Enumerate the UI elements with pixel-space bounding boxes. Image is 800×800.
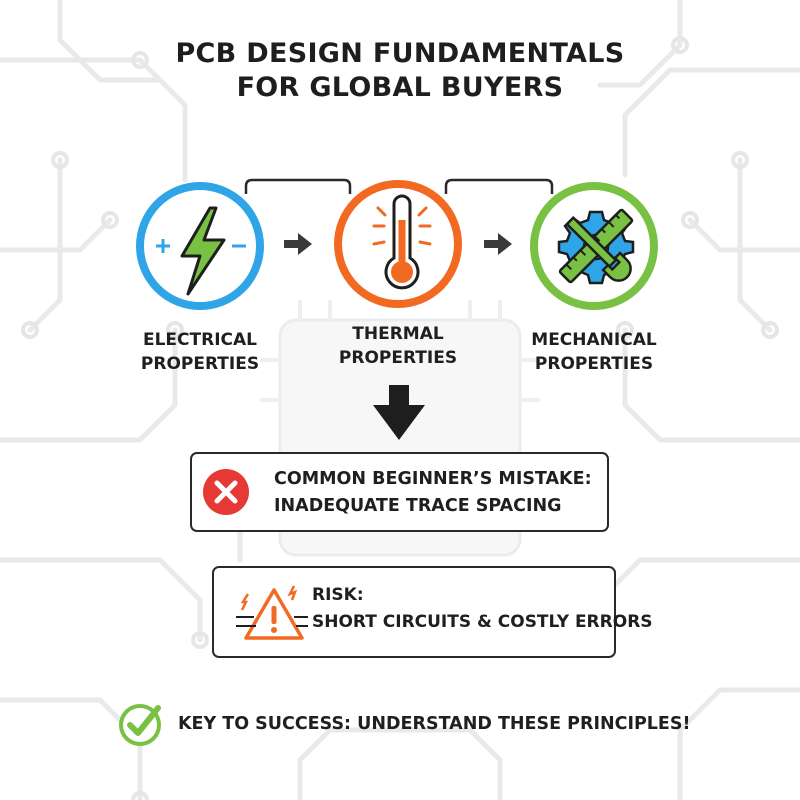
title-line-1: PCB DESIGN FUNDAMENTALS [175, 38, 625, 69]
mechanical-properties-label: MECHANICAL PROPERTIES [531, 330, 657, 374]
risk-text: RISK: SHORT CIRCUITS & COSTLY ERRORS [312, 582, 653, 636]
warning-triangle-icon [236, 585, 308, 640]
mechanical-icon-circle [530, 182, 658, 310]
mistake-box: COMMON BEGINNER’S MISTAKE: INADEQUATE TR… [190, 452, 609, 532]
title-line-2: FOR GLOBAL BUYERS [236, 72, 564, 103]
key-to-success-text: KEY TO SUCCESS: UNDERSTAND THESE PRINCIP… [178, 714, 691, 734]
top-connector-2 [444, 178, 554, 194]
electrical-icon-circle [136, 182, 264, 310]
thermal-properties-label: THERMAL PROPERTIES [338, 324, 458, 368]
mistake-line-2: INADEQUATE TRACE SPACING [274, 496, 562, 516]
lightning-bolt-icon [156, 206, 246, 296]
page-title: PCB DESIGN FUNDAMENTALS FOR GLOBAL BUYER… [0, 37, 800, 105]
top-connector-1 [244, 178, 352, 194]
arrow-right-icon [484, 233, 512, 255]
risk-line-1: RISK: [312, 585, 364, 605]
risk-line-2: SHORT CIRCUITS & COSTLY ERRORS [312, 612, 653, 632]
checkmark-icon [119, 704, 161, 746]
mistake-text: COMMON BEGINNER’S MISTAKE: INADEQUATE TR… [274, 466, 592, 520]
arrow-down-icon [373, 385, 425, 440]
mistake-line-1: COMMON BEGINNER’S MISTAKE: [274, 469, 592, 489]
gear-wrench-ruler-icon [557, 208, 635, 285]
thermometer-icon [372, 194, 432, 290]
risk-box: RISK: SHORT CIRCUITS & COSTLY ERRORS [212, 566, 653, 658]
electrical-properties-label: ELECTRICAL PROPERTIES [140, 330, 260, 374]
thermal-icon-circle [334, 180, 462, 308]
arrow-right-icon [284, 233, 312, 255]
error-x-icon [203, 469, 249, 515]
